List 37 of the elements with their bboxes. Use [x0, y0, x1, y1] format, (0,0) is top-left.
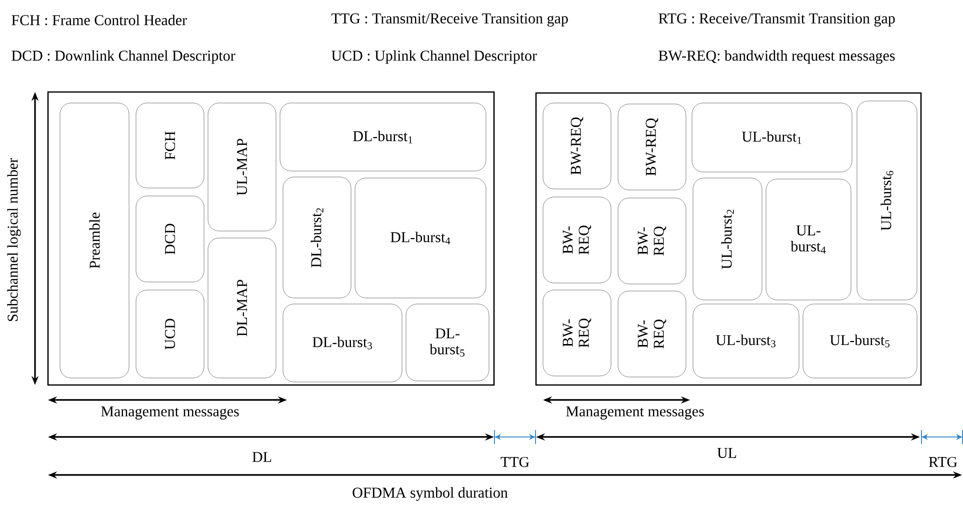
rounded-box: DL-MAP: [208, 238, 276, 378]
rounded-box: DCD: [136, 196, 204, 282]
rounded-box: DL-burst$_{1}$: [280, 102, 486, 172]
rounded-box: DL-burst$_{4}$: [354, 178, 486, 298]
rounded-box: UL-burst$_{2}$: [692, 178, 762, 300]
label-text: FCH : Frame Control Header: [12, 14, 187, 26]
rounded-box: BW- REQ: [618, 198, 686, 284]
label-text: Management messages: [101, 406, 239, 420]
label-text: TTG : Transmit/Receive Transition gap: [331, 13, 568, 27]
rounded-box: DL- burst$_{5}$: [406, 304, 490, 382]
label-text: Subchannel logical number: [7, 158, 21, 322]
rounded-box: BW- REQ: [618, 290, 686, 378]
label-text: RTG : Receive/Transmit Transition gap: [658, 13, 895, 27]
label-text: OFDMA symbol duration: [352, 487, 508, 501]
rounded-box: DL-burst$_{2}$: [282, 176, 352, 298]
rounded-box: BW-REQ: [542, 102, 612, 190]
rounded-box: BW-REQ: [618, 104, 686, 190]
label-text: TTG: [500, 456, 530, 468]
rounded-box: UL- burst$_{4}$: [766, 178, 852, 300]
rounded-box: UCD: [136, 290, 204, 378]
rounded-box: BW- REQ: [542, 196, 612, 284]
label-text: UCD : Uplink Channel Descriptor: [332, 50, 537, 64]
label-text: BW-REQ: bandwidth request messages: [658, 50, 895, 64]
label-text: UL: [717, 448, 736, 458]
rounded-box: UL-burst$_{5}$: [802, 304, 918, 378]
rounded-box: DL-burst$_{3}$: [282, 304, 402, 382]
label-text: RTG: [928, 456, 958, 468]
rounded-box: BW- REQ: [542, 290, 612, 376]
rounded-box: UL-burst$_{1}$: [692, 102, 852, 172]
label-text: DL: [252, 452, 272, 462]
rounded-box: UL-MAP: [208, 102, 276, 232]
rounded-box: FCH: [136, 102, 204, 188]
rounded-box: UL-burst$_{3}$: [692, 304, 800, 378]
rounded-box: Preamble: [60, 102, 130, 378]
label-text: Management messages: [566, 406, 704, 420]
rounded-box: UL-burst$_{6}$: [856, 100, 918, 300]
label-text: DCD : Downlink Channel Descriptor: [12, 50, 236, 64]
